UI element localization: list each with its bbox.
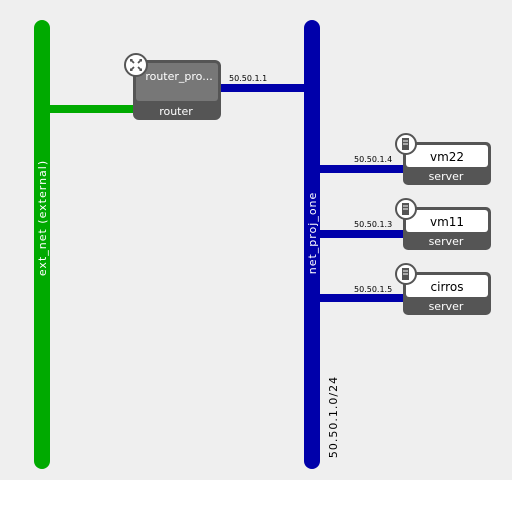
project-network-label: net_proj_one [306,192,319,275]
server-node-name: cirros [431,280,464,294]
project-network-cidr: 50.50.1.0/24 [327,376,340,458]
external-network[interactable]: ext_net (external) [34,20,50,469]
router-node-body [136,63,218,101]
server-node-name: vm11 [430,215,464,229]
server-node-type: server [429,300,464,313]
server-node[interactable]: cirros server [395,263,491,315]
server-node-type: server [429,235,464,248]
network-topology: ext_net (external) net_proj_one 50.50.1.… [34,20,491,469]
server-ip-label: 50.50.1.4 [354,155,392,164]
server-node-type: server [429,170,464,183]
server-ip-label: 50.50.1.3 [354,220,392,229]
server-node-body [406,275,488,297]
router-node-name: router_pro... [145,70,212,83]
server-node-name: vm22 [430,150,464,164]
router-ip-label: 50.50.1.1 [229,74,267,83]
router-icon [124,53,148,77]
project-network[interactable]: net_proj_one 50.50.1.0/24 [304,20,340,469]
server-node-body [406,210,488,232]
server-node[interactable]: vm22 server [395,133,491,185]
server-node[interactable]: vm11 server [395,198,491,250]
external-network-label: ext_net (external) [36,160,49,276]
server-ip-label: 50.50.1.5 [354,285,392,294]
router-node[interactable]: router_pro... router [124,53,221,120]
router-node-type: router [159,105,193,118]
server-icon [395,263,417,285]
server-icon [395,133,417,155]
server-icon [395,198,417,220]
server-node-body [406,145,488,167]
